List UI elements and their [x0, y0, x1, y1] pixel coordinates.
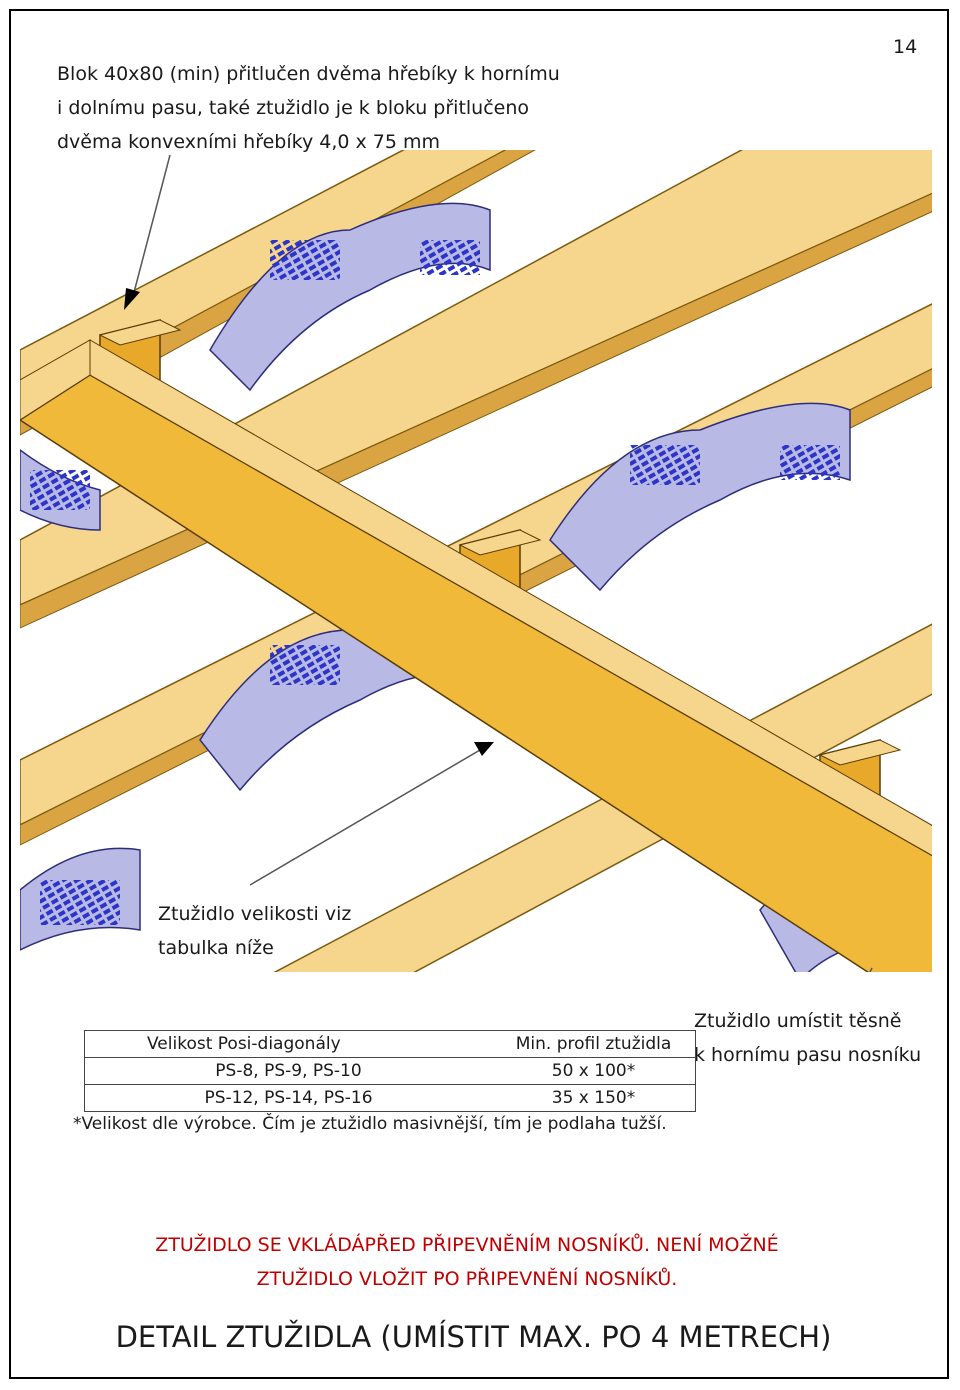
- callout-bracing-size: Ztužidlo velikosti viz tabulka níže: [158, 897, 351, 965]
- strongback-bracing: [20, 339, 932, 972]
- table-row: PS-12, PS-14, PS-16 35 x 150*: [84, 1084, 696, 1112]
- metal-web-diagonal: [20, 449, 101, 531]
- callout-line: dvěma konvexními hřebíky 4,0 x 75 mm: [57, 131, 441, 153]
- table-header-cell: Velikost Posi-diagonály: [84, 1030, 492, 1058]
- table-cell: PS-12, PS-14, PS-16: [84, 1084, 492, 1112]
- callout-line: Blok 40x80 (min) přitlučen dvěma hřebíky…: [57, 63, 560, 85]
- callout-line: tabulka níže: [158, 937, 274, 959]
- metal-web-diagonal: [209, 202, 491, 392]
- callout-block-note: Blok 40x80 (min) přitlučen dvěma hřebíky…: [57, 57, 560, 159]
- warning-line: ZTUŽIDLO VLOŽIT PO PŘIPEVNĚNÍ NOSNÍKŮ.: [256, 1268, 678, 1290]
- table-header-cell: Min. profil ztužidla: [492, 1030, 696, 1058]
- metal-web-diagonal: [20, 847, 141, 951]
- bracing-size-table: Velikost Posi-diagonály Min. profil ztuž…: [84, 1030, 696, 1112]
- table-cell: PS-8, PS-9, PS-10: [84, 1057, 492, 1085]
- page-frame: [9, 9, 949, 1379]
- callout-line: Ztužidlo umístit těsně: [694, 1010, 902, 1032]
- table-row: PS-8, PS-9, PS-10 50 x 100*: [84, 1057, 696, 1085]
- callout-line: Ztužidlo velikosti viz: [158, 903, 352, 925]
- callout-line: k hornímu pasu nosníku: [694, 1044, 922, 1066]
- callout-line: i dolnímu pasu, také ztužidlo je k bloku…: [57, 97, 530, 119]
- callout-placement: Ztužidlo umístit těsně k hornímu pasu no…: [694, 1004, 921, 1072]
- callout-arrow: [249, 742, 494, 886]
- table-footnote: *Velikost dle výrobce. Čím je ztužidlo m…: [73, 1114, 667, 1134]
- table-cell: 35 x 150*: [492, 1084, 696, 1112]
- table-cell: 50 x 100*: [492, 1057, 696, 1085]
- joist-bracing-illustration: [20, 150, 932, 972]
- callout-arrow: [124, 154, 171, 310]
- metal-web-diagonal: [549, 402, 851, 592]
- page-title: DETAIL ZTUŽIDLA (UMÍSTIT MAX. PO 4 METRE…: [115, 1320, 832, 1354]
- warning-line: ZTUŽIDLO SE VKLÁDÁPŘED PŘIPEVNĚNÍM NOSNÍ…: [155, 1234, 779, 1256]
- page-number: 14: [893, 36, 918, 58]
- table-header-row: Velikost Posi-diagonály Min. profil ztuž…: [84, 1030, 696, 1058]
